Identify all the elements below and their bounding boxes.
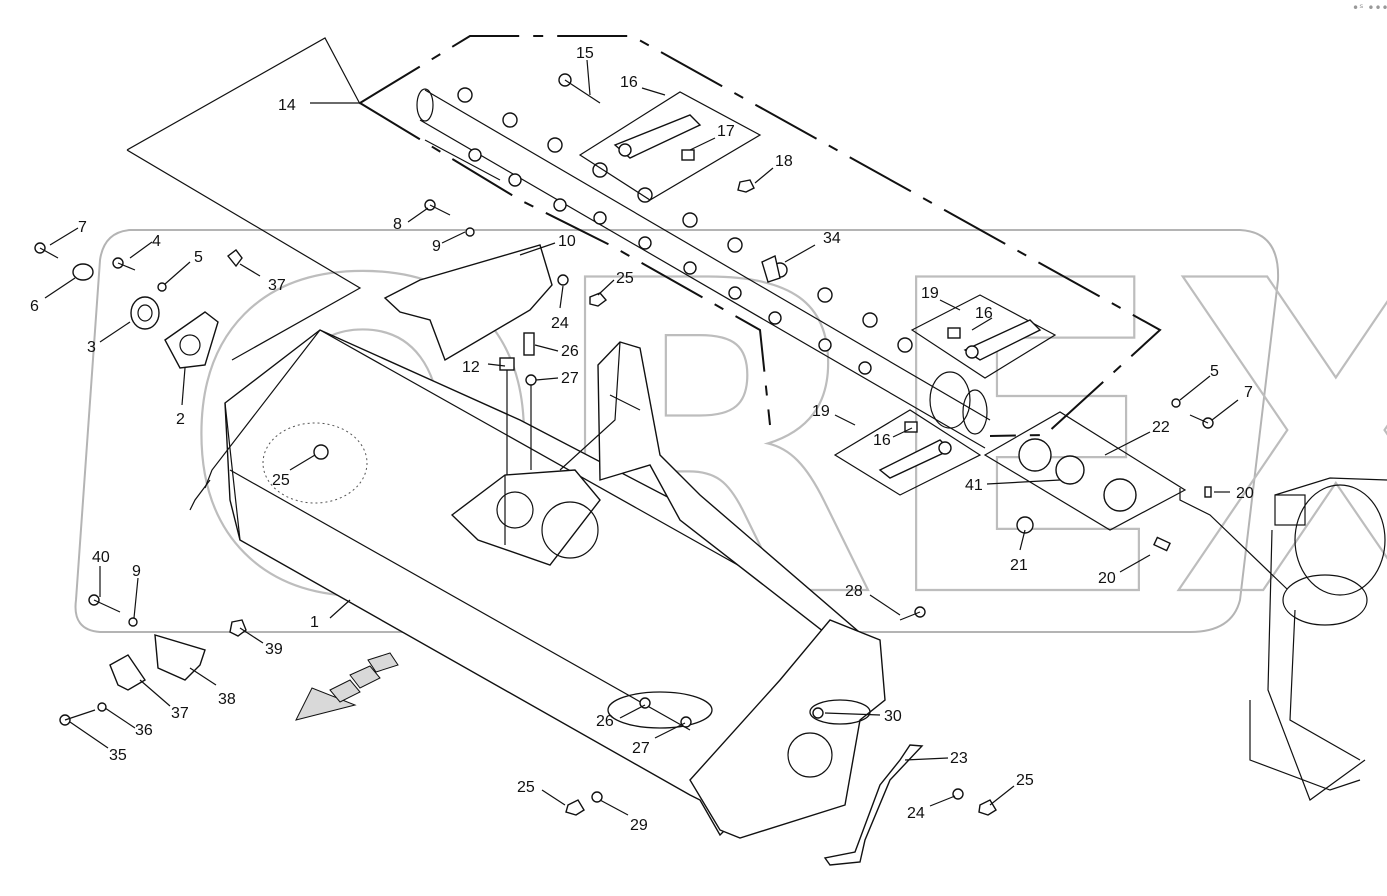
callout-label: 35 bbox=[109, 747, 127, 764]
callout-label: 20 bbox=[1098, 570, 1116, 587]
callout-label: 40 bbox=[92, 549, 110, 566]
callout-label: 16 bbox=[873, 432, 891, 449]
callout-label: 4 bbox=[152, 233, 161, 250]
callout-label: 5 bbox=[194, 249, 203, 266]
bearing bbox=[131, 297, 159, 329]
callout-label: 25 bbox=[616, 270, 634, 287]
callout-label: 7 bbox=[78, 219, 87, 236]
callout-label: 19 bbox=[921, 285, 939, 302]
callout-label: 16 bbox=[620, 74, 638, 91]
callout-label: 24 bbox=[907, 805, 925, 822]
callout-label: 25 bbox=[272, 472, 290, 489]
callout-label: 14 bbox=[278, 97, 296, 114]
bracket bbox=[110, 655, 145, 690]
callout-label: 22 bbox=[1152, 419, 1170, 436]
callout-label: 27 bbox=[561, 370, 579, 387]
callout-label: 39 bbox=[265, 641, 283, 658]
callout-label: 19 bbox=[812, 403, 830, 420]
callout-label: 38 bbox=[218, 691, 236, 708]
callout-label: 16 bbox=[975, 305, 993, 322]
callout-label: 18 bbox=[775, 153, 793, 170]
callout-label: 5 bbox=[1210, 363, 1219, 380]
callout-label: 17 bbox=[717, 123, 735, 140]
callout-label: 41 bbox=[965, 477, 983, 494]
callout-label: 21 bbox=[1010, 557, 1028, 574]
callout-label: 2 bbox=[176, 411, 185, 428]
callout-label: 37 bbox=[268, 277, 286, 294]
callout-label: 10 bbox=[558, 233, 576, 250]
callout-label: 27 bbox=[632, 740, 650, 757]
callout-label: 29 bbox=[630, 817, 648, 834]
callout-label: 34 bbox=[823, 230, 841, 247]
callout-label: 3 bbox=[87, 339, 96, 356]
callout-label: 7 bbox=[1244, 384, 1253, 401]
callout-label: 28 bbox=[845, 583, 863, 600]
callout-label: 26 bbox=[596, 713, 614, 730]
callout-label: 26 bbox=[561, 343, 579, 360]
callout-label: 30 bbox=[884, 708, 902, 725]
callout-label: 37 bbox=[171, 705, 189, 722]
callout-label: 36 bbox=[135, 722, 153, 739]
flail-knife bbox=[580, 92, 760, 200]
callout-label: 8 bbox=[393, 216, 402, 233]
callout-label: 12 bbox=[462, 359, 480, 376]
menu-dots-icon[interactable]: •ˢ ••• bbox=[1352, 1, 1387, 15]
callout-label: 15 bbox=[576, 45, 594, 62]
callout-label: 1 bbox=[310, 614, 319, 631]
callout-label: 23 bbox=[950, 750, 968, 767]
callout-label: 25 bbox=[1016, 772, 1034, 789]
washer bbox=[73, 264, 93, 280]
callout-label: 25 bbox=[517, 779, 535, 796]
callout-label: 6 bbox=[30, 298, 39, 315]
callout-label: 24 bbox=[551, 315, 569, 332]
callout-label: 9 bbox=[432, 238, 441, 255]
callout-label: 9 bbox=[132, 563, 141, 580]
callout-label: 20 bbox=[1236, 485, 1254, 502]
